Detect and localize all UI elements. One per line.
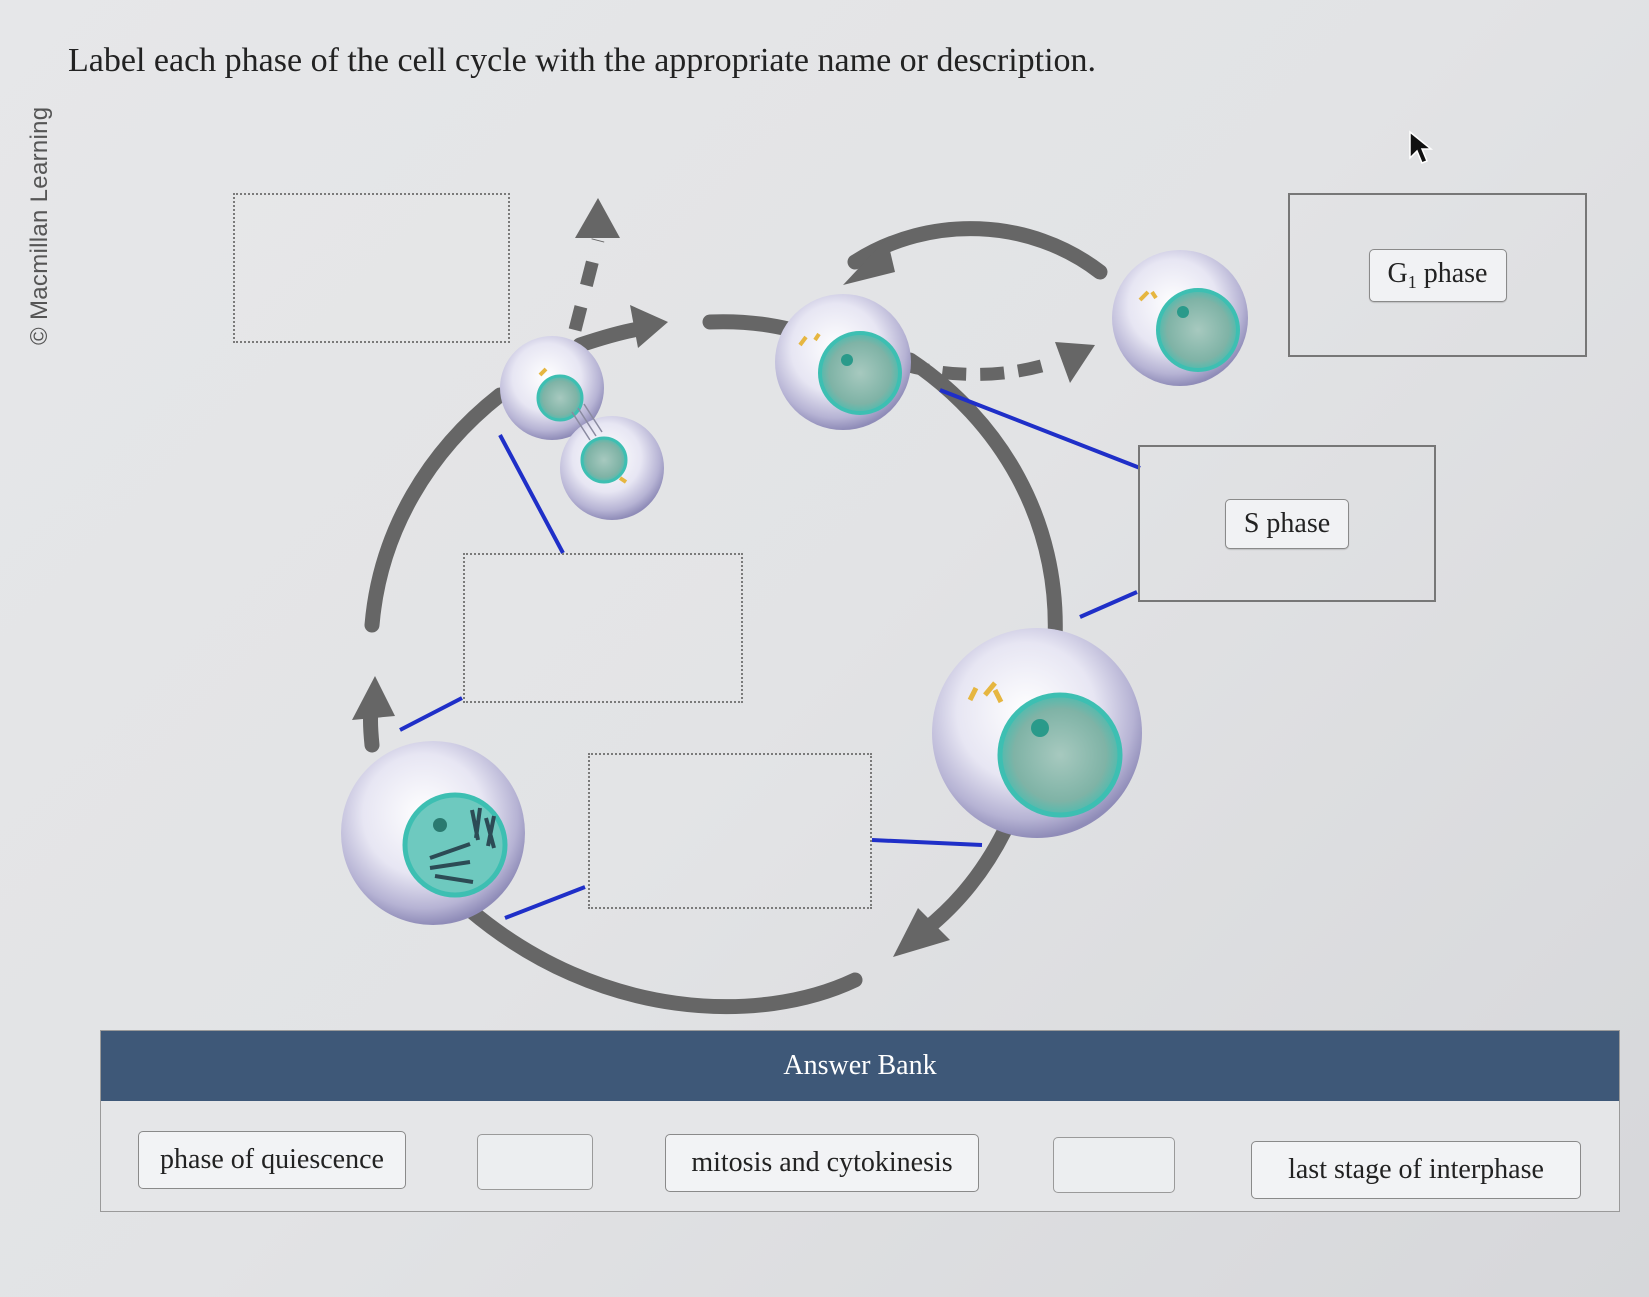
- dashed-arrow-right: [903, 358, 1047, 381]
- cell-prophase: [341, 741, 525, 925]
- drop-target-g2[interactable]: [588, 753, 872, 909]
- cycle-arrowhead-g0: [843, 238, 895, 285]
- dashed-arrowhead-up: [575, 198, 620, 238]
- drop-target-cytokinesis[interactable]: [463, 553, 743, 703]
- cell-s: [932, 628, 1142, 838]
- cell-g1: [775, 294, 911, 430]
- leader-line-cytokinesis: [498, 434, 565, 554]
- label-box-g1[interactable]: G1 phase: [1288, 193, 1587, 357]
- answer-phase-of-quiescence[interactable]: phase of quiescence: [138, 1131, 406, 1189]
- leader-line-g2: [871, 838, 983, 847]
- answer-empty-slot-2: [1053, 1137, 1175, 1193]
- leader-line-s: [1079, 590, 1138, 619]
- leader-line-prophase: [399, 696, 463, 732]
- answer-mitosis-and-cytokinesis[interactable]: mitosis and cytokinesis: [665, 1134, 979, 1192]
- mouse-pointer-icon: [1409, 130, 1434, 164]
- dashed-arrowhead-right: [1055, 342, 1095, 383]
- instruction-text: Label each phase of the cell cycle with …: [68, 42, 1097, 79]
- cell-g0: [1112, 250, 1248, 386]
- answer-bank: Answer Bank phase of quiescence mitosis …: [100, 1030, 1620, 1212]
- cycle-arrowhead-m: [630, 305, 668, 348]
- label-box-s[interactable]: S phase: [1138, 445, 1436, 602]
- chip-s-phase[interactable]: S phase: [1224, 498, 1350, 549]
- cycle-arc-bottom: [462, 902, 863, 1015]
- leader-line-g1: [939, 388, 1141, 470]
- cycle-arc-right: [902, 352, 1063, 648]
- answer-last-stage-of-interphase[interactable]: last stage of interphase: [1251, 1141, 1581, 1199]
- cell-dividing-a: [500, 336, 604, 440]
- cycle-arrowhead-g2: [352, 676, 395, 720]
- answer-bank-title: Answer Bank: [101, 1031, 1619, 1101]
- leader-line-m: [504, 885, 586, 920]
- dashed-arrow-up: [568, 238, 605, 332]
- cycle-arrow-s: [917, 822, 1013, 938]
- chip-g1-phase[interactable]: G1 phase: [1368, 248, 1507, 302]
- answer-empty-slot-1: [477, 1134, 593, 1190]
- cell-dividing-b: [560, 403, 664, 520]
- cycle-arc-left: [364, 387, 508, 633]
- cycle-arrowhead-s: [893, 908, 950, 957]
- drop-target-g0[interactable]: [233, 193, 510, 343]
